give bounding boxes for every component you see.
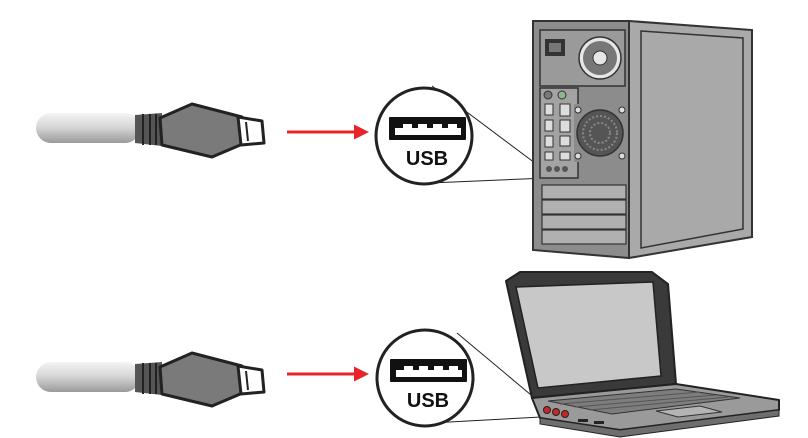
usb-port-callout: USB xyxy=(374,86,474,186)
row-desktop: USB xyxy=(36,19,753,260)
row-laptop: USB xyxy=(36,271,780,438)
laptop-icon xyxy=(505,271,780,438)
usb-label: USB xyxy=(406,148,448,170)
usb-port-icon xyxy=(390,359,467,382)
usb-port-callout: USB xyxy=(375,328,475,428)
usb-plug-icon xyxy=(36,351,266,408)
desktop-tower-icon xyxy=(532,19,753,260)
usb-label: USB xyxy=(407,390,449,412)
usb-port-icon xyxy=(389,117,466,140)
usb-plug-icon xyxy=(36,102,266,159)
zoom-lines xyxy=(430,332,544,424)
